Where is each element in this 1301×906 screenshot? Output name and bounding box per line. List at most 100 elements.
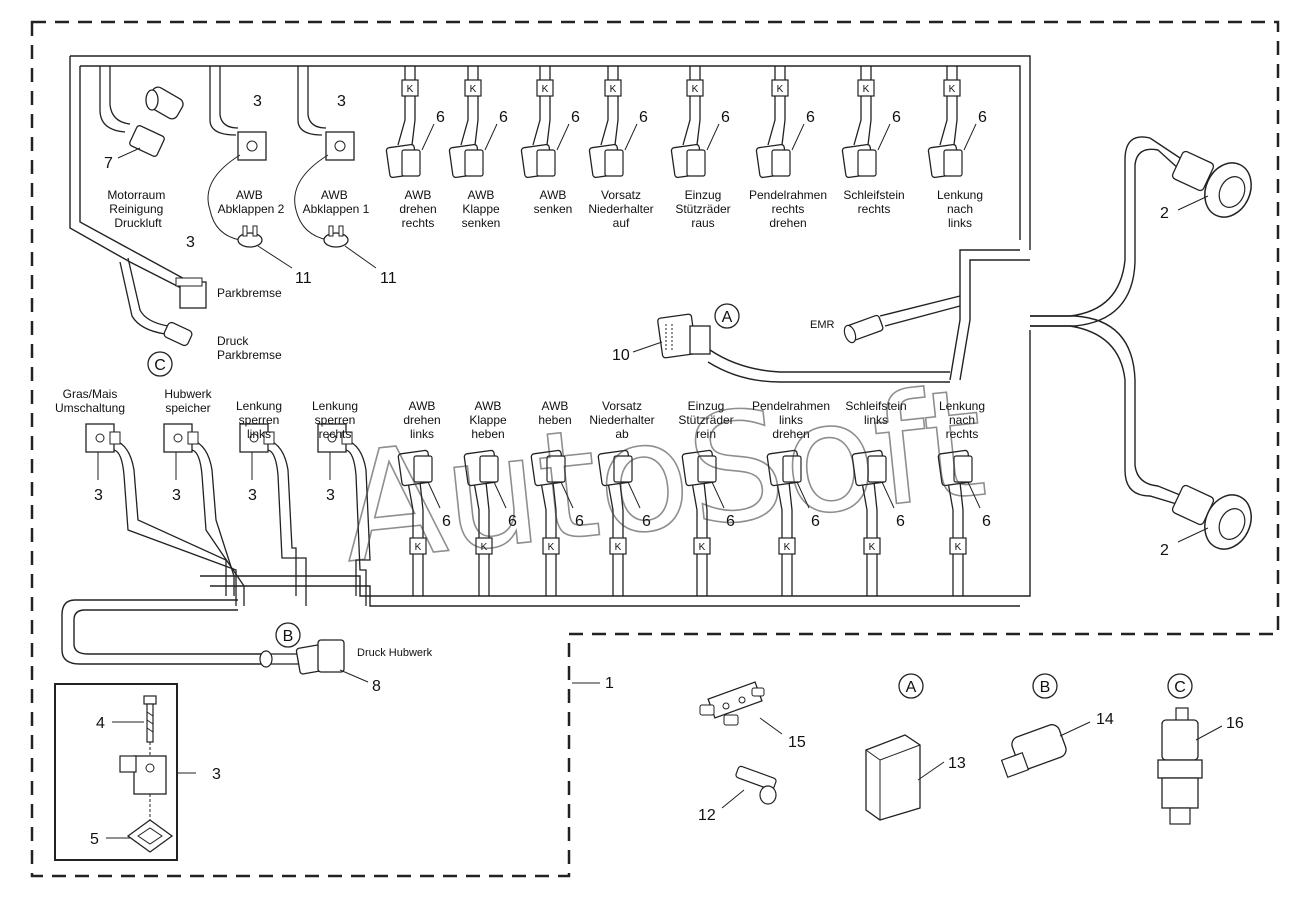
left-bottom-valve-number: 3 [326,487,335,504]
top-k-clip-icon [771,79,789,97]
bottom-k-clip-letter: K [615,542,622,553]
motorraum-connector-icon [129,86,184,157]
plug-top-icon [1171,150,1252,218]
part-c-marker-circle [1167,673,1193,699]
marker-a-circle [714,303,740,329]
bottom-k-clip-icon [863,537,881,555]
top-k-clip-letter: K [692,84,699,95]
part-c-marker: C [1174,679,1186,696]
top-k-clip-letter: K [470,84,477,95]
plug-bottom-icon [1171,484,1252,550]
marker-b-text: B [283,628,294,645]
parkbremse-number: 3 [186,234,195,251]
bottom-k-clip-letter: K [415,542,422,553]
t-fitting-icon [699,681,765,726]
top-k-clip-letter: K [542,84,549,95]
top-connector-number: 6 [436,109,445,126]
plug-bottom-number: 2 [1160,542,1169,559]
druck-hubwerk-number: 8 [372,678,381,695]
bottom-k-clip-letter: K [481,542,488,553]
emr-sensor-icon [843,314,884,344]
bottom-connector-number: 6 [575,513,584,530]
part-14-number: 14 [1096,711,1114,728]
part-13-number: 13 [948,755,966,772]
bottom-k-clip-icon [949,537,967,555]
left-bottom-valve-icon [317,423,347,453]
watermark: AutoSoft [333,356,992,596]
part-a-marker: A [906,679,917,696]
bottom-connector-number: 6 [811,513,820,530]
top-connector-number: 6 [499,109,508,126]
top-connector-number: 6 [978,109,987,126]
seal-number: 5 [90,831,99,848]
bottom-connector-number: 6 [442,513,451,530]
bottom-connector-number: 6 [508,513,517,530]
plug-top-number: 2 [1160,205,1169,222]
top-k-clip-icon [536,79,554,97]
druck-hubwerk-label: Druck Hubwerk [357,647,433,659]
awb1-number-bottom: 11 [380,270,397,287]
harness-tubes [61,55,1181,665]
left-bottom-valve-number: 3 [94,487,103,504]
bottom-connector-number: 6 [982,513,991,530]
top-connector-number: 6 [892,109,901,126]
awb1-valve-icon [325,131,355,161]
sensor-14-icon [1000,724,1067,778]
top-k-clip-letter: K [610,84,617,95]
left-bottom-valve-number: 3 [248,487,257,504]
awb2-label: AWB Abklappen 2 [218,188,285,216]
seal-icon [126,819,174,853]
motorraum-label: Motorraum Reinigung Druckluft [107,188,168,230]
right-plugs: 2 2 [1160,150,1252,559]
pressure-switch-16-icon [1157,707,1203,825]
awb1-number-top: 3 [337,93,346,110]
top-k-clip-icon [604,79,622,97]
part-15-number: 15 [788,734,806,751]
connector-10-icon [657,313,711,359]
bottom-k-clip-letter: K [784,542,791,553]
top-k-clip-letter: K [407,84,414,95]
left-bottom-valve-icon [85,423,115,453]
parkbremse-label: Parkbremse [217,286,282,300]
bottom-k-clip-letter: K [548,542,555,553]
assembly-dashed-frame [30,20,1280,878]
top-connector-number: 6 [571,109,580,126]
druck-hubwerk-sensor-icon [295,639,345,675]
bottom-connector-number: 6 [726,513,735,530]
bottom-k-clip-icon [693,537,711,555]
center-connector-group: 10 A EMR [612,303,884,364]
awb1-sensor-icon [323,225,349,248]
marker-b-circle [275,622,301,648]
part-12-number: 12 [698,807,716,824]
awb2-sensor-icon [237,225,263,248]
loose-parts: 15 12 A 13 B 14 C [698,673,1244,825]
cover-13-icon [865,734,921,821]
left-top-group: 7 Motorraum Reinigung Druckluft 3 11 AWB… [99,66,397,377]
